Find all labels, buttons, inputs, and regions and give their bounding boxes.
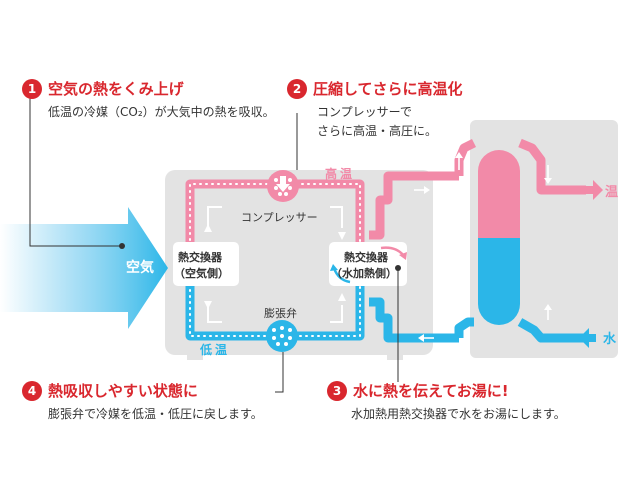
step-2-desc-1: コンプレッサーで — [317, 105, 412, 119]
callout-dot-1 — [119, 243, 125, 249]
cold-water-in-arrow — [579, 328, 596, 348]
step-2-title: 圧縮してさらに高温化 — [313, 80, 463, 98]
step-3-desc: 水加熱用熱交換器で水をお湯にします。 — [351, 407, 566, 421]
step-3-callout: 3 水に熱を伝えてお湯に! 水加熱用熱交換器で水をお湯にします。 — [327, 380, 566, 424]
water-in-label: 水 — [603, 331, 617, 347]
water-hx-pink-arrowhead — [399, 252, 407, 260]
water-hx-label-1: 熱交換器 — [344, 250, 389, 264]
callout-lines — [29, 98, 399, 393]
water-heat-exchanger — [329, 242, 407, 286]
air-arrow — [0, 207, 168, 329]
step-4-callout: 4 熱吸収しやすい状態に 膨張弁で冷媒を低温・低圧に戻します。 — [22, 380, 263, 424]
unit-foot-right — [387, 350, 403, 360]
callout-dot-3 — [395, 265, 401, 271]
step-1-badge: 1 — [22, 78, 42, 99]
step-1-callout: 1 空気の熱をくみ上げ 低温の冷媒（CO₂）が大気中の熱を吸収。 — [22, 78, 275, 122]
unit-foot-left — [187, 350, 203, 360]
hot-water-out-arrow — [586, 180, 603, 200]
circulation-arrows — [207, 206, 343, 323]
step-1-desc: 低温の冷媒（CO₂）が大気中の熱を吸収。 — [48, 105, 275, 119]
step-4-title-row: 4 熱吸収しやすい状態に — [22, 380, 263, 401]
high-temp-label: 高温 — [325, 166, 355, 181]
heat-pump-unit — [165, 170, 433, 355]
step-3-badge: 3 — [327, 380, 347, 401]
compressor-arrow-icon — [276, 176, 290, 192]
step-4-desc: 膨張弁で冷媒を低温・低圧に戻します。 — [48, 407, 263, 421]
step-2-badge: 2 — [287, 78, 307, 99]
water-hx-blue-arrowhead — [330, 264, 338, 271]
air-hx-label-2: （空気側） — [174, 266, 229, 280]
step-1-title: 空気の熱をくみ上げ — [48, 80, 184, 98]
compressor-label: コンプレッサー — [241, 211, 318, 224]
pipe-flow-arrowheads — [418, 152, 552, 342]
step-2-title-row: 2 圧縮してさらに高温化 — [287, 78, 463, 99]
expansion-valve-label: 膨張弁 — [264, 306, 297, 320]
step-4-badge: 4 — [22, 380, 42, 401]
pipe-flow-arrows — [414, 158, 549, 339]
step-2-desc-2: さらに高温・高圧に。 — [317, 124, 438, 138]
hot-loop-dots — [189, 183, 361, 265]
step-3-title-row: 3 水に熱を伝えてお湯に! — [327, 380, 566, 401]
air-label: 空気 — [126, 259, 154, 276]
circulation-arrowheads — [204, 224, 346, 309]
hot-water-tank — [478, 150, 520, 325]
hot-out-label: 温 — [605, 185, 618, 200]
step-4-title: 熱吸収しやすい状態に — [48, 382, 198, 400]
step-3-title: 水に熱を伝えてお湯に! — [353, 382, 509, 400]
water-hx-label-2: （水加熱側） — [331, 266, 397, 280]
air-hx-label-1: 熱交換器 — [178, 250, 223, 264]
expansion-valve-dots — [272, 326, 292, 346]
air-heat-exchanger — [173, 242, 239, 286]
low-temp-label: 低温 — [199, 342, 230, 357]
step-2-callout: 2 圧縮してさらに高温化 コンプレッサーで さらに高温・高圧に。 — [287, 78, 463, 141]
step-1-title-row: 1 空気の熱をくみ上げ — [22, 78, 275, 99]
